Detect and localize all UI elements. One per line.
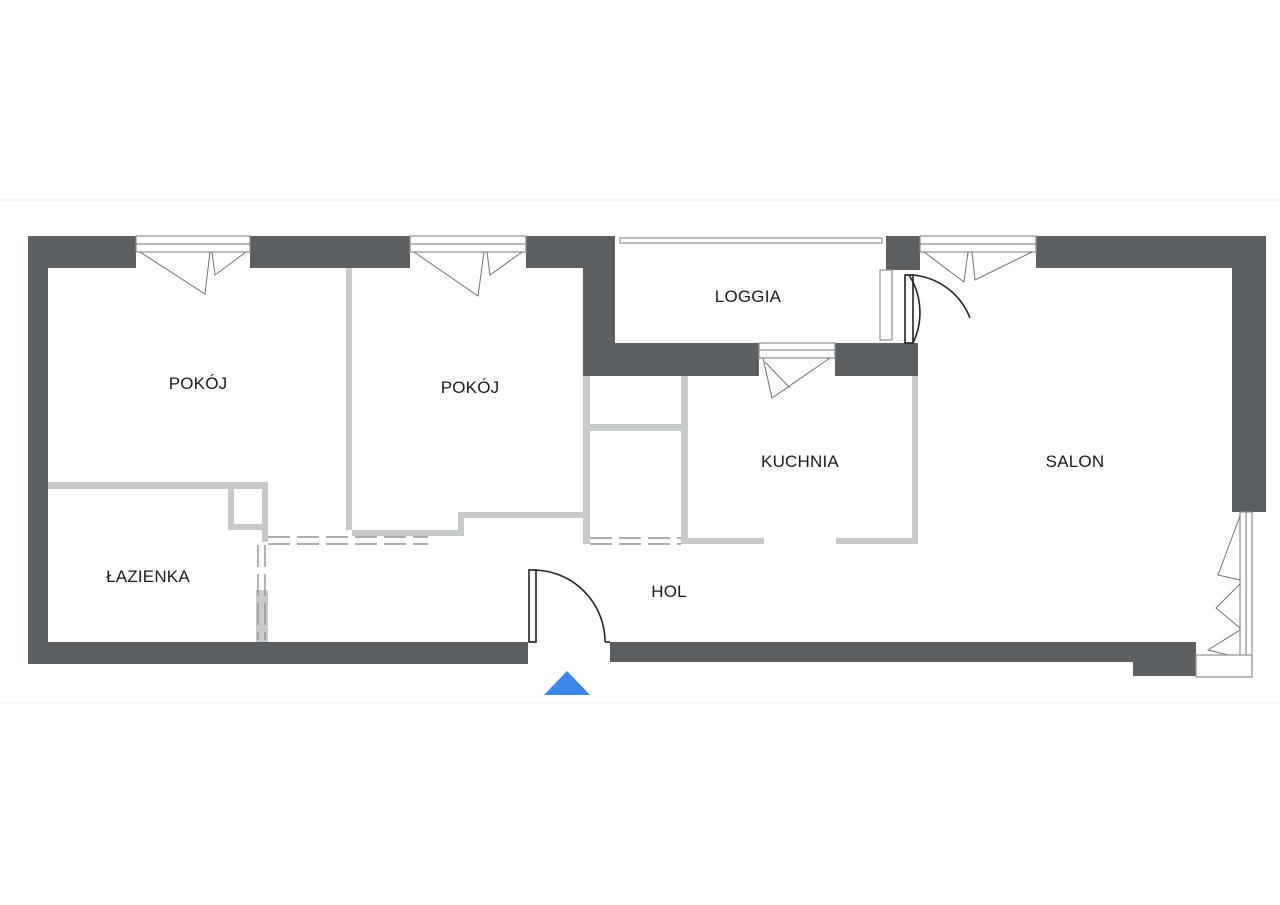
interior-partitions [48, 237, 918, 642]
room-label-lazienka: ŁAZIENKA [106, 567, 190, 586]
partition-kitchen-bottom-left [688, 538, 764, 544]
door-icon [904, 274, 971, 344]
loggia-railing [619, 237, 883, 244]
partition-storage-right [681, 376, 688, 544]
door-icon [528, 569, 610, 643]
wall-top-right [1036, 236, 1266, 268]
dashed-openings [257, 536, 681, 640]
partition-shaft-left [228, 489, 234, 529]
window-icon [135, 235, 251, 295]
room-label-loggia: LOGGIA [715, 287, 782, 306]
wall-bottom-right [610, 642, 1196, 662]
window-icon [758, 342, 836, 399]
partition-storage-mid [583, 424, 688, 431]
partition-kitchen-right [912, 376, 918, 544]
window-icon [409, 235, 527, 297]
wall-left [28, 236, 48, 664]
room-label-pokoj-left: POKÓJ [169, 374, 228, 393]
window-icon [919, 235, 1037, 283]
wall-right [1232, 236, 1266, 512]
partition-lazienka-top [48, 482, 268, 489]
exterior-walls [28, 236, 1266, 676]
partition-pokoj2-step [458, 514, 464, 536]
wall-top-mid [250, 236, 410, 268]
partition-pokoj-divider [346, 268, 352, 530]
loggia-side-panel [879, 269, 893, 341]
room-label-pokoj-middle: POKÓJ [441, 378, 500, 397]
wall-loggia-bottom-left [583, 343, 759, 376]
partition-lazienka-right-upper [262, 482, 268, 542]
partition-storage-left [583, 376, 590, 544]
wall-bottom-left [28, 642, 528, 664]
partition-pokoj2-bottom [352, 530, 460, 536]
wall-loggia-bottom-right [835, 343, 918, 376]
partition-kitchen-bottom-right [836, 538, 918, 544]
partition-pokoj2-bottom-right [458, 512, 584, 518]
entrance-arrow-icon [544, 671, 590, 695]
room-label-hol: HOL [651, 582, 687, 601]
partition-shaft-bottom [228, 524, 264, 530]
room-label-kuchnia: KUCHNIA [761, 452, 839, 471]
wall-top-right-stub [886, 236, 920, 270]
room-label-salon: SALON [1046, 452, 1105, 471]
wall-bottom-right-step [1133, 642, 1196, 676]
window-icon [1195, 511, 1253, 678]
